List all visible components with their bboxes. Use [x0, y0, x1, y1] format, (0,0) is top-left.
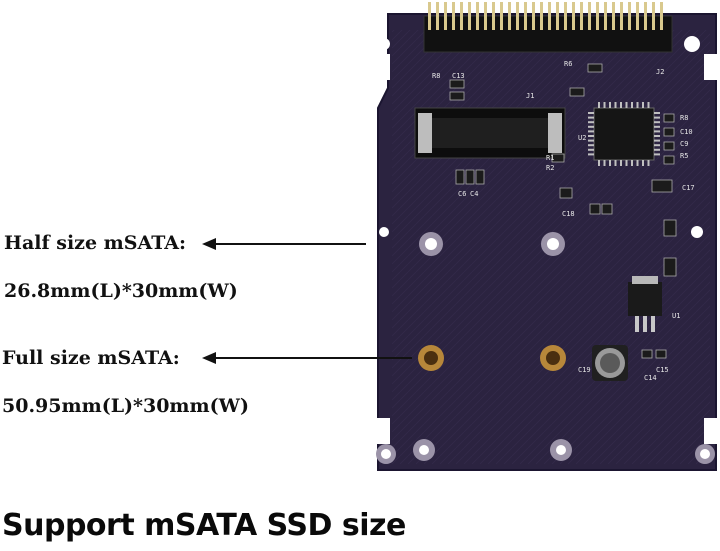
silkscreen-labels: C13 R8 J1 J2 R6 U2 R8 C10 C9 R5 R1 R2 C1… — [432, 60, 695, 382]
half-size-title: Half size mSATA: — [4, 232, 187, 254]
silk-c4: C4 — [470, 190, 478, 198]
half-size-dimensions: 26.8mm(L)*30mm(W) — [4, 280, 238, 302]
silk-c14: C14 — [644, 374, 657, 382]
board-mount-holes — [376, 36, 715, 464]
silk-j2: J2 — [656, 68, 664, 76]
half-size-arrow — [202, 238, 366, 250]
silk-u2: U2 — [578, 134, 586, 142]
silk-j1: J1 — [526, 92, 534, 100]
silk-c15: C15 — [656, 366, 669, 374]
half-size-mount-holes — [419, 232, 565, 256]
silk-c9: C9 — [680, 140, 688, 148]
full-size-arrow — [202, 352, 412, 364]
smd-components — [449, 63, 677, 359]
capacitor-c19 — [592, 345, 628, 381]
silk-r5: R5 — [680, 152, 688, 160]
controller-chip — [588, 102, 660, 166]
silk-c6: C6 — [458, 190, 466, 198]
full-size-standoffs — [418, 345, 566, 371]
msata-slot — [414, 107, 566, 159]
voltage-regulator — [628, 276, 662, 332]
silk-c13: C13 — [452, 72, 465, 80]
caption: Support mSATA SSD size — [2, 508, 406, 543]
ide-header — [423, 2, 673, 53]
silk-c10: C10 — [680, 128, 693, 136]
silk-c17: C17 — [682, 184, 695, 192]
full-size-dimensions: 50.95mm(L)*30mm(W) — [2, 395, 249, 417]
silk-u1: U1 — [672, 312, 680, 320]
silk-r1: R1 — [546, 154, 554, 162]
silk-r6: R6 — [564, 60, 572, 68]
silk-c19: C19 — [578, 366, 591, 374]
full-size-title: Full size mSATA: — [2, 347, 180, 369]
silk-r2: R2 — [546, 164, 554, 172]
silk-c18: C18 — [562, 210, 575, 218]
silk-r8: R8 — [432, 72, 440, 80]
silk-r8b: R8 — [680, 114, 688, 122]
